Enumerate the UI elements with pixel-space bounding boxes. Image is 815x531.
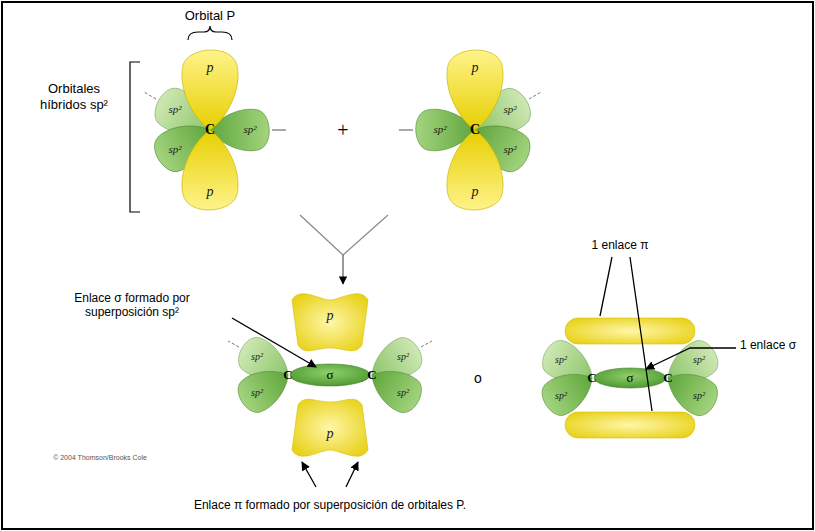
orbital-label: sp²	[555, 390, 567, 402]
annotation-label: o	[474, 370, 482, 387]
atom-label: C	[663, 370, 672, 386]
orbital-label: sp²	[503, 103, 516, 116]
atom-label: C	[587, 370, 596, 386]
hybrid-bracket	[130, 62, 140, 212]
orbital-label: p	[472, 60, 479, 77]
atom-label: C	[205, 122, 215, 139]
annotation-label: Orbitales híbridos sp²	[24, 81, 124, 112]
orbital-label: sp²	[433, 123, 446, 136]
symbol-label: σ	[626, 370, 633, 386]
orbital-label: sp²	[693, 354, 705, 366]
orbital-label: sp²	[243, 123, 256, 136]
carbon-atom-right	[399, 50, 541, 210]
annotation-label: 1 enlace π	[592, 238, 649, 252]
annotation-label: Enlace σ formado por superposición sp²	[40, 291, 225, 320]
leader-lines	[232, 257, 736, 487]
orbital-label: sp²	[397, 351, 409, 363]
orbital-label: p	[472, 184, 479, 201]
copyright-note: © 2004 Thomson/Brooks Cole	[53, 454, 147, 462]
ethylene-bond-model-left	[228, 294, 432, 456]
orbital-label: sp²	[555, 354, 567, 366]
orbital-label: sp²	[503, 143, 516, 156]
orbital-label: p	[327, 308, 334, 325]
orbital-label: p	[327, 426, 334, 443]
orbital-label: sp²	[251, 351, 263, 363]
annotation-label: 1 enlace σ	[739, 338, 797, 352]
carbon-atom-left	[144, 50, 286, 210]
orbital-label: p	[207, 60, 214, 77]
orbital-label: p	[207, 184, 214, 201]
orbital-label: sp²	[397, 387, 409, 399]
symbol-label: σ	[326, 367, 333, 383]
atom-label: C	[470, 122, 480, 139]
orbital-label: sp²	[168, 143, 181, 156]
atom-label: C	[283, 367, 292, 383]
symbol-label: +	[337, 118, 348, 142]
atom-label: C	[367, 367, 376, 383]
annotation-label: Enlace π formado por superposición de or…	[185, 498, 475, 512]
orbital-label: sp²	[168, 103, 181, 116]
combine-arrow	[300, 215, 388, 284]
orbital-label: sp²	[251, 387, 263, 399]
ethylene-bond-model-right	[536, 318, 723, 438]
p-orbital-brace	[188, 26, 232, 40]
annotation-label: Orbital P	[185, 8, 236, 24]
orbital-label: sp²	[693, 390, 705, 402]
